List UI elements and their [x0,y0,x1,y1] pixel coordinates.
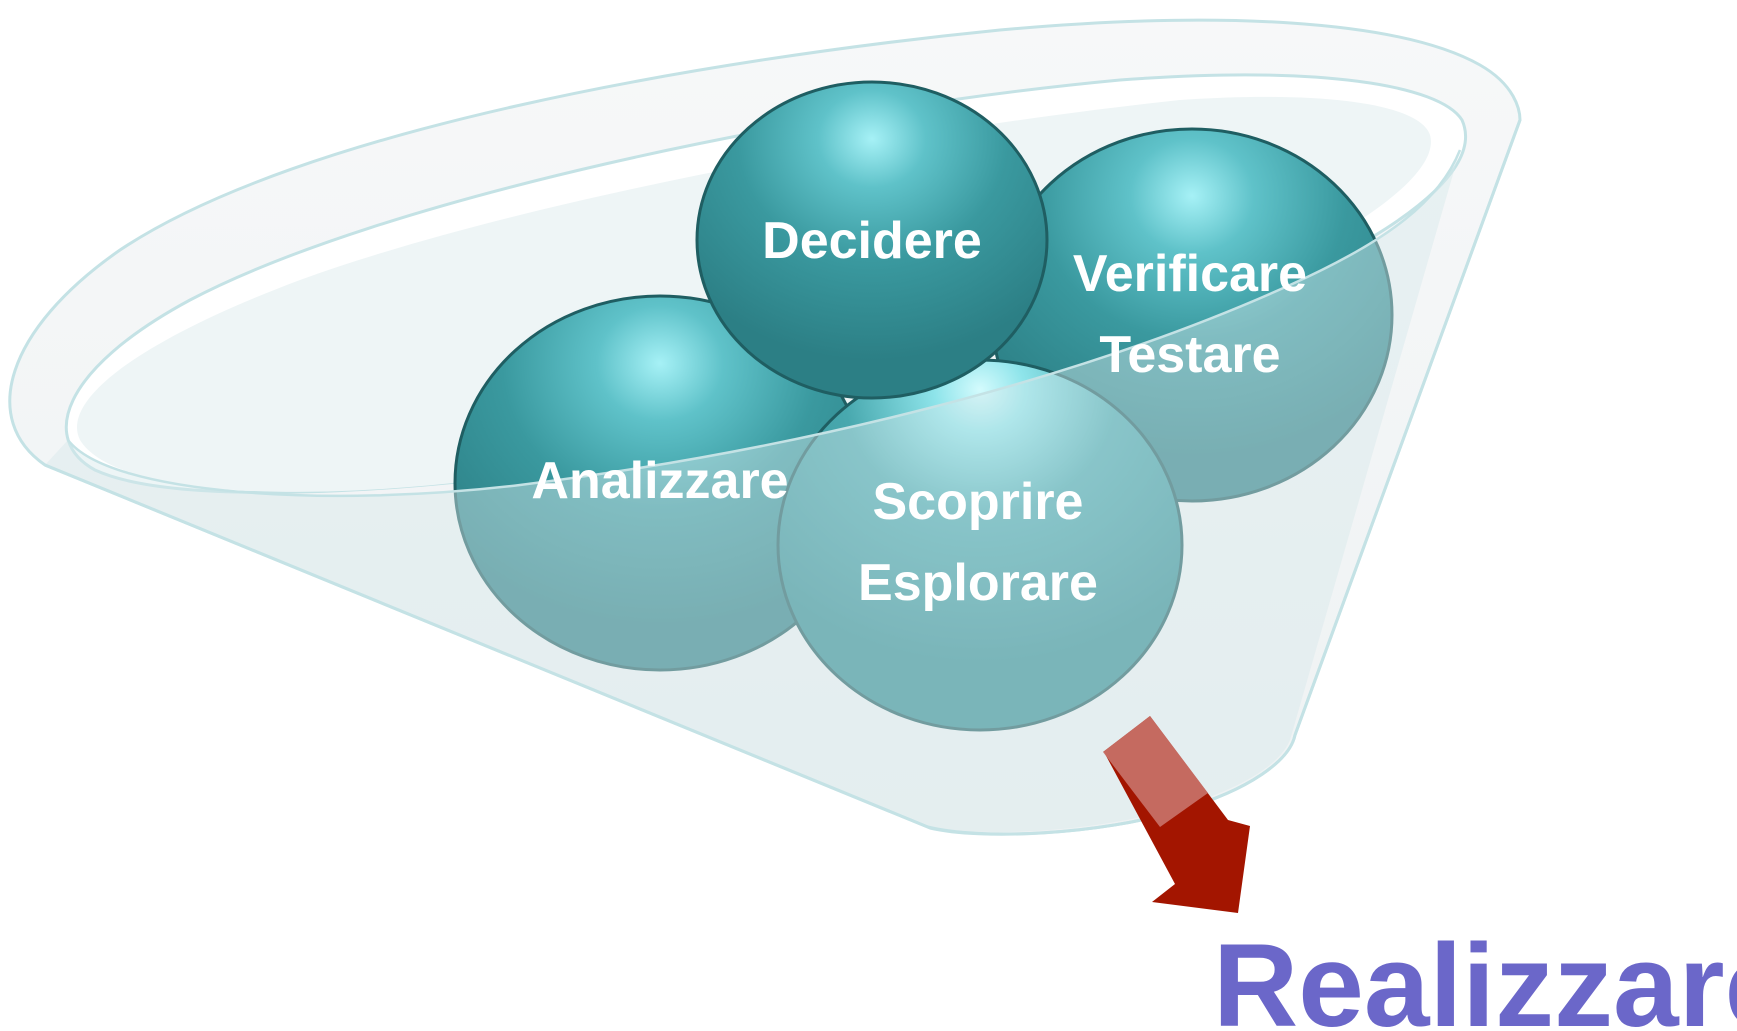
label-testare: Testare [1099,326,1280,384]
label-esplorare: Esplorare [858,554,1098,612]
label-scoprire: Scoprire [873,473,1084,531]
sphere-decidere [695,80,1049,400]
funnel-left-edge [44,463,929,829]
result-label: Realizzare [1213,920,1737,1031]
label-decidere: Decidere [762,212,982,270]
output-arrow-icon [1103,716,1250,913]
label-verificare: Verificare [1073,245,1307,303]
funnel-right-edge [1293,119,1522,736]
funnel-front-glass [45,150,1460,833]
funnel-rim-front [67,149,1462,498]
label-analizzare: Analizzare [531,452,788,510]
